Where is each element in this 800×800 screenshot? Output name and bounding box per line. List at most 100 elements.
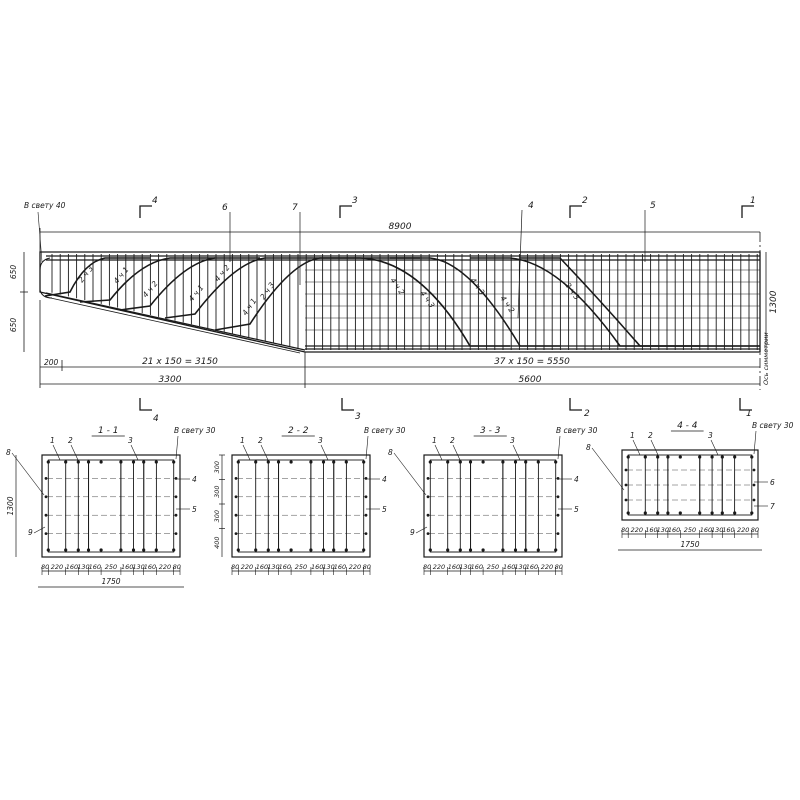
rebar-dot — [481, 548, 485, 552]
dim-height-upper: 650 — [9, 265, 18, 280]
section-vert-dim: 300 — [213, 510, 221, 522]
rebar-dot — [321, 548, 326, 552]
rebar-dot — [364, 477, 368, 480]
section-dim: 160 — [279, 563, 291, 571]
rebar-dot — [554, 460, 558, 464]
section-dim: 160 — [471, 563, 483, 571]
dim-height-lower: 650 — [9, 318, 18, 333]
section-dim: 160 — [256, 563, 268, 571]
rebar-dot — [678, 511, 682, 515]
section-callout-right: 5 — [382, 505, 387, 514]
section-callout-right: 4 — [574, 475, 579, 484]
section-callout-left: 9 — [410, 528, 415, 537]
rebar-dot — [44, 477, 48, 480]
rebar-dot — [446, 548, 450, 552]
section-dim: 160 — [526, 563, 538, 571]
stirrup-cage — [429, 459, 461, 553]
section-dim: 80 — [41, 563, 49, 571]
rebar-dot — [174, 495, 178, 499]
rebar-dot — [154, 548, 158, 552]
rebar-dot — [524, 460, 528, 464]
rebar-dot — [556, 513, 560, 517]
rebar-dot — [656, 455, 660, 459]
rebar-dot — [344, 460, 348, 464]
stirrup-cage — [323, 459, 347, 553]
rebar-dot — [321, 460, 326, 464]
section-callout-left: 8 — [388, 448, 393, 457]
rebar-dot — [556, 495, 560, 499]
section-dim: 130 — [77, 563, 89, 571]
rebar-dot — [289, 460, 293, 464]
svg-text:2 ч 3: 2 ч 3 — [563, 281, 581, 302]
rebar-dot — [131, 460, 136, 464]
section-callout-top: 1 — [240, 436, 245, 445]
rebar-dot — [501, 548, 505, 552]
rebar-dot — [234, 513, 238, 517]
rebar-dot — [362, 548, 366, 552]
rebar-dot — [86, 460, 91, 464]
rebar-dot — [276, 460, 281, 464]
rebar-dot — [428, 548, 432, 552]
section-marks-bottom: 4 3 2 1 — [139, 398, 752, 424]
bar-labels: 2 ч 3 4 ч 1 4 ч 2 4 ч 1 4 ч 2 2 ч 3 4 ч … — [76, 263, 581, 317]
rebar-dot — [99, 460, 103, 464]
rebar-dot — [234, 532, 238, 535]
section-dim: 80 — [621, 526, 629, 534]
rebar-dot — [86, 548, 91, 552]
rebar-dot — [428, 460, 432, 464]
section-title: 2 - 2 — [288, 426, 309, 436]
rebar-dot — [536, 460, 540, 464]
section-callout-right: 5 — [574, 505, 579, 514]
dim-total-height: 1300 — [769, 290, 779, 313]
rebar-dot — [236, 548, 240, 552]
dim-length-left: 3300 — [159, 375, 182, 385]
stirrup-cage — [333, 459, 365, 553]
rebar-dot — [458, 548, 462, 552]
section-dim: 80 — [231, 563, 239, 571]
section-title: 4 - 4 — [677, 421, 698, 431]
rebar-dot — [254, 548, 258, 552]
section-height: 1300 — [6, 496, 15, 515]
section-callout-top: 2 — [258, 436, 263, 445]
rebar-dot — [556, 532, 560, 535]
rebar-dot — [513, 548, 518, 552]
section-outline — [41, 454, 181, 558]
rebar-dot — [426, 513, 430, 517]
rebar-dot — [446, 460, 450, 464]
dim-total-length: 8900 — [389, 222, 412, 232]
stirrup-cage — [515, 459, 539, 553]
section-dim: 130 — [657, 526, 669, 534]
svg-text:1: 1 — [746, 409, 752, 419]
rebar-dot — [174, 532, 178, 535]
bent-up-bars — [44, 257, 760, 347]
section-callout-top: 1 — [50, 436, 55, 445]
rebar-dot — [698, 455, 702, 459]
rebar-dot — [626, 455, 630, 459]
section-dim: 220 — [737, 526, 749, 534]
section-dim: 130 — [514, 563, 526, 571]
rebar-dot — [46, 548, 50, 552]
stirrup-cage — [255, 459, 280, 553]
stirrup-cage — [65, 459, 90, 553]
rebar-dot — [666, 511, 670, 515]
rebar-dot — [172, 548, 176, 552]
stirrup-cage — [143, 459, 175, 553]
rebar-dot — [64, 460, 68, 464]
rebar-dot — [643, 511, 647, 515]
section-dim: 250 — [295, 563, 307, 571]
rebar-dot — [332, 460, 336, 464]
rebar-dot — [752, 468, 756, 472]
section-dim: 130 — [132, 563, 144, 571]
section-dim: 160 — [722, 526, 734, 534]
stirrup-cage — [525, 459, 557, 553]
section-dim: 160 — [503, 563, 515, 571]
stirrup-cage — [47, 459, 79, 553]
section-clear-cover: В свету 30 — [752, 421, 794, 430]
section-dim: 220 — [631, 526, 643, 534]
svg-text:3: 3 — [352, 196, 358, 206]
section-dim: 80 — [423, 563, 431, 571]
section-dim: 130 — [322, 563, 334, 571]
rebar-dot — [678, 455, 682, 459]
rebar-dot — [44, 495, 48, 499]
